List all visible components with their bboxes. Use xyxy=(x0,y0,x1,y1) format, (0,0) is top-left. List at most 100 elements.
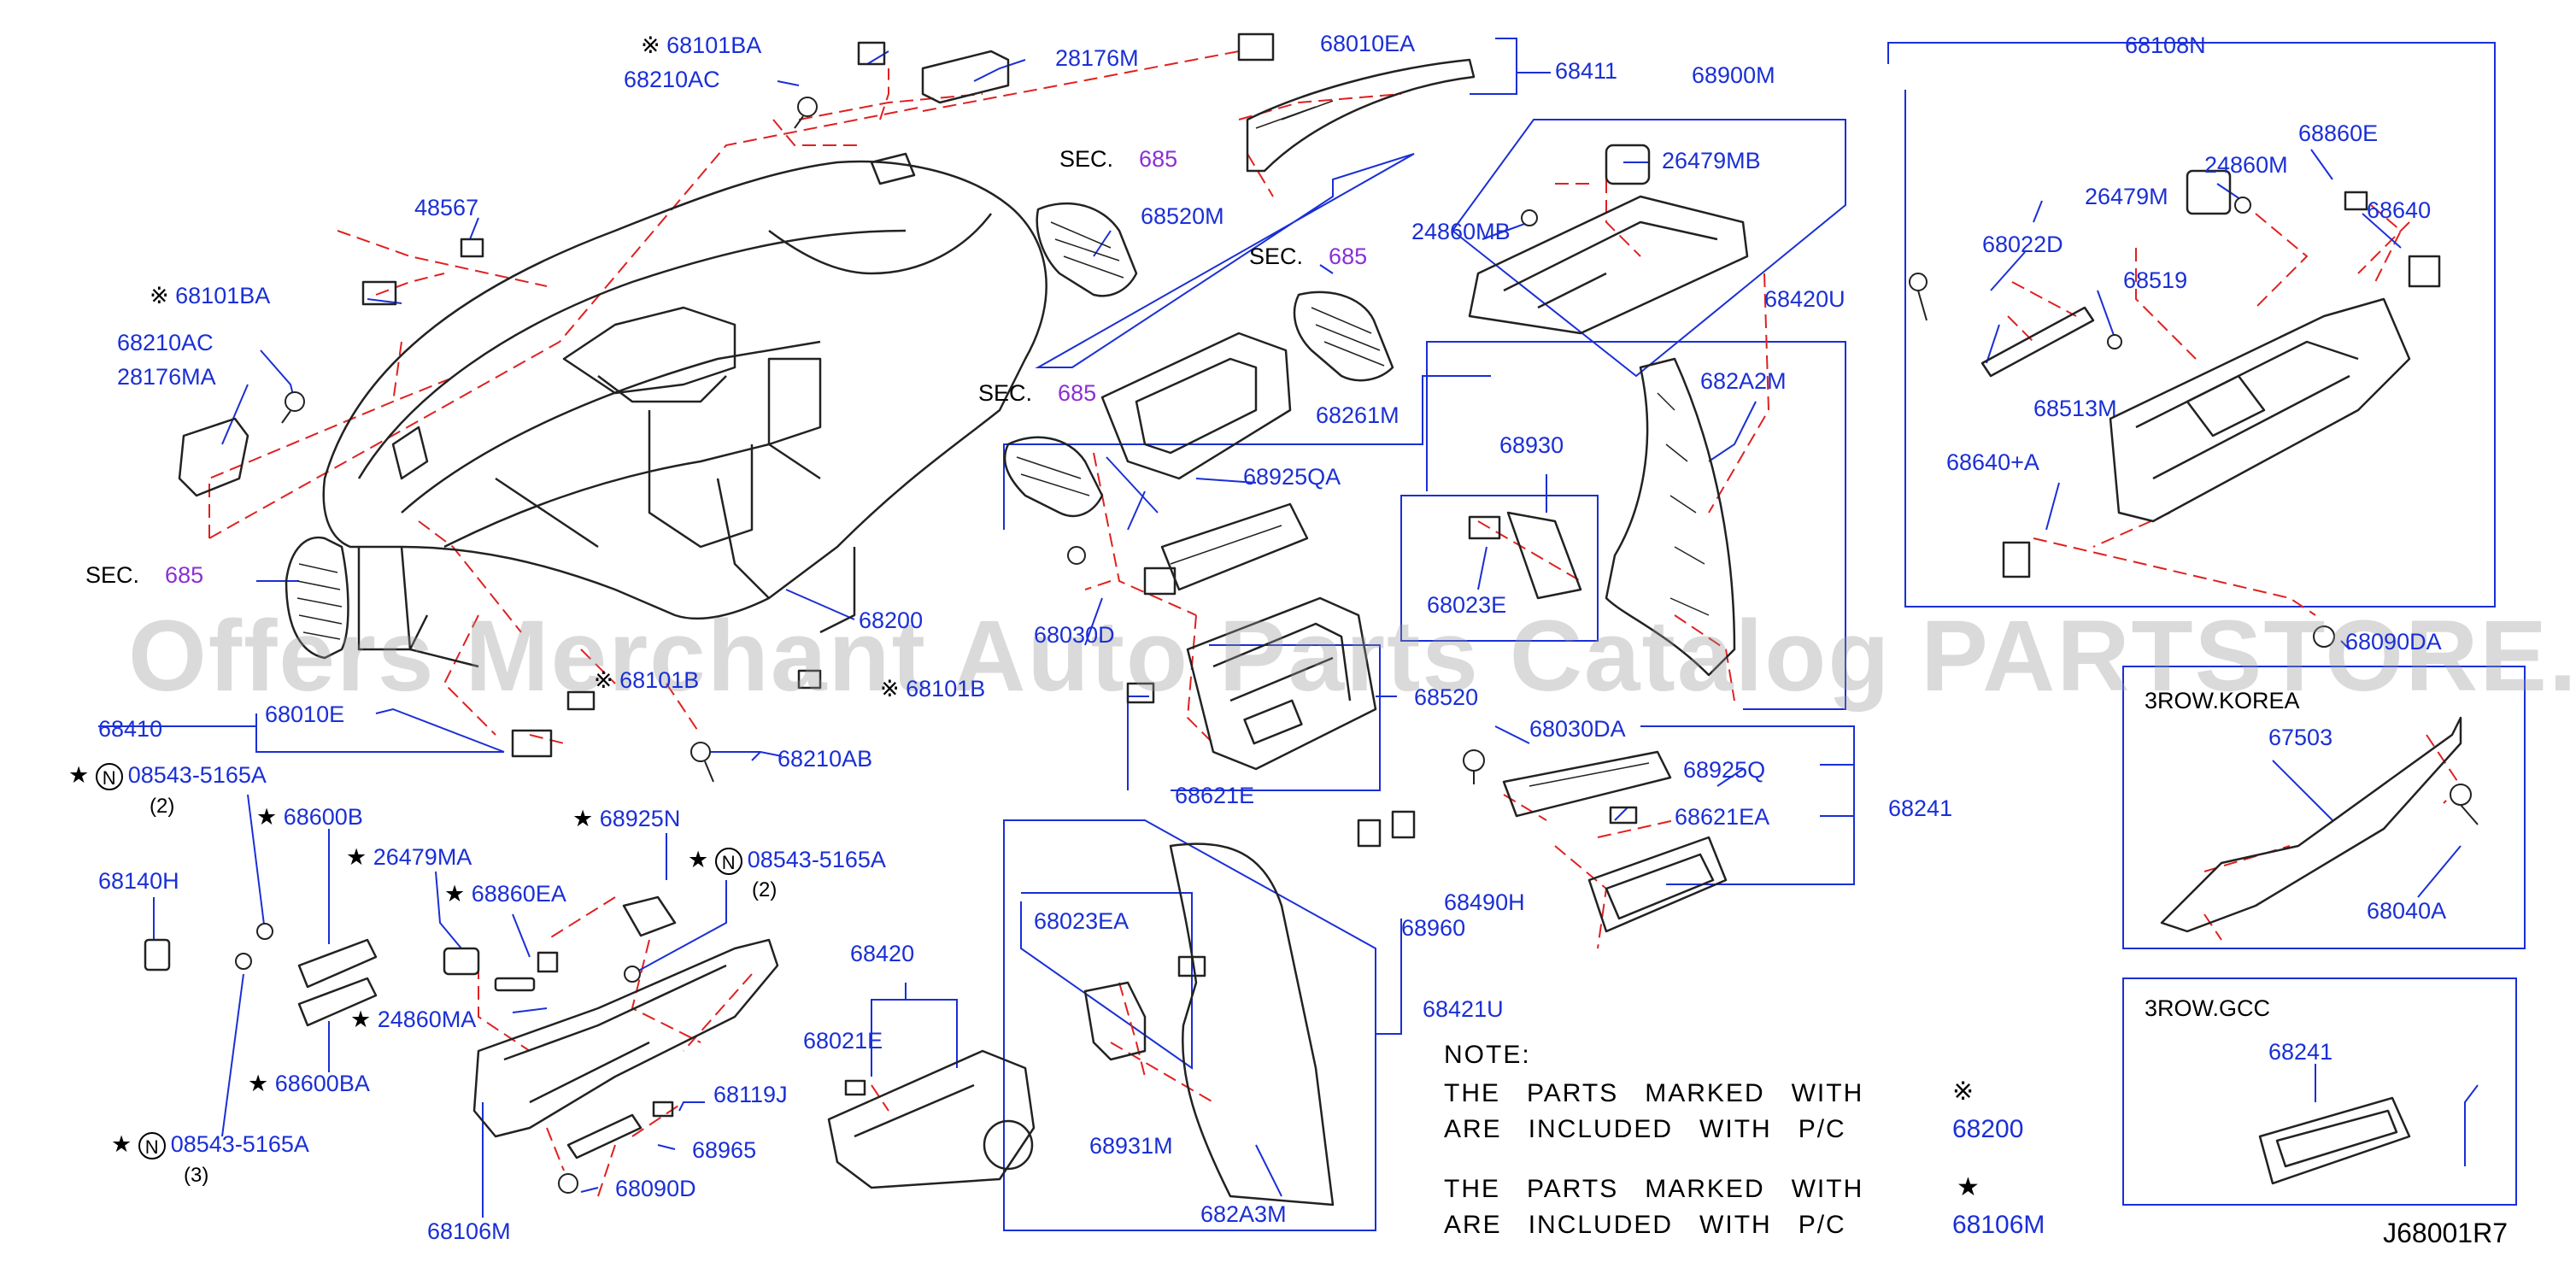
label-28176MA[interactable]: 28176MA xyxy=(117,364,216,390)
label-68960[interactable]: 68960 xyxy=(1401,915,1466,941)
box-68241 xyxy=(1640,725,1855,885)
item-68101BA-left xyxy=(361,280,397,306)
bracket-68930 xyxy=(1506,511,1582,600)
label-68925Q[interactable]: 68925Q xyxy=(1683,757,1766,783)
item-68140H xyxy=(144,938,171,972)
label-68621EA[interactable]: 68621EA xyxy=(1675,804,1770,830)
label-68931M[interactable]: 68931M xyxy=(1089,1133,1173,1159)
label-68900M[interactable]: 68900M xyxy=(1692,62,1775,88)
screw-68210AB xyxy=(690,742,711,762)
label-68420U[interactable]: 68420U xyxy=(1764,286,1845,312)
label-68261M[interactable]: 68261M xyxy=(1316,402,1399,428)
leader-lines xyxy=(98,38,2479,1218)
section-ref-685-right[interactable]: SEC. 685 xyxy=(1249,244,1368,269)
item-68023E xyxy=(1468,515,1501,540)
label-24860MB[interactable]: 24860MB xyxy=(1411,219,1511,244)
label-68101B-a[interactable]: ※ 68101B xyxy=(594,667,700,693)
label-68101B-b[interactable]: ※ 68101B xyxy=(880,676,986,702)
label-68965[interactable]: 68965 xyxy=(692,1137,757,1163)
section-ref-685-left[interactable]: SEC. 685 xyxy=(85,562,204,588)
label-68010EA[interactable]: 68010EA xyxy=(1320,31,1416,56)
label-68200[interactable]: 68200 xyxy=(859,608,924,633)
label-68210AB[interactable]: 68210AB xyxy=(777,746,873,772)
dashboard-68200 xyxy=(322,160,1047,620)
label-28176M[interactable]: 28176M xyxy=(1055,45,1139,71)
item-26479MB xyxy=(1605,144,1651,185)
label-68621E[interactable]: 68621E xyxy=(1175,783,1255,808)
label-26479MB[interactable]: 26479MB xyxy=(1662,148,1761,173)
label-68520M[interactable]: 68520M xyxy=(1141,203,1224,229)
section-ref-685-upper[interactable]: SEC. 685 xyxy=(1059,146,1178,172)
label-682A2M[interactable]: 682A2M xyxy=(1700,368,1787,394)
item-68023EA xyxy=(1177,955,1206,977)
item-68030D xyxy=(1143,566,1177,596)
label-68600BA[interactable]: ★ 68600BA xyxy=(248,1071,370,1096)
note-line-4: ARE INCLUDED WITH P/C xyxy=(1444,1211,1846,1239)
label-682A3M[interactable]: 682A3M xyxy=(1200,1201,1287,1227)
label-67503[interactable]: 67503 xyxy=(2268,725,2333,750)
qty-08543-3: (3) xyxy=(184,1164,209,1187)
label-68420[interactable]: 68420 xyxy=(850,941,915,966)
label-68241-gcc[interactable]: 68241 xyxy=(2268,1039,2333,1065)
label-68241[interactable]: 68241 xyxy=(1888,795,1953,821)
clip-68519 xyxy=(2107,334,2122,349)
clip-68022D xyxy=(1909,273,1928,291)
label-68108N[interactable]: 68108N xyxy=(2125,32,2206,58)
label-68140H[interactable]: 68140H xyxy=(98,868,179,894)
label-68022D[interactable]: 68022D xyxy=(1982,232,2063,257)
label-68106M[interactable]: 68106M xyxy=(427,1218,511,1244)
label-68860E[interactable]: 68860E xyxy=(2298,120,2379,146)
label-68860EA[interactable]: ★ 68860EA xyxy=(444,881,566,907)
label-68119J[interactable]: 68119J xyxy=(713,1082,788,1107)
label-26479MA[interactable]: ★ 26479MA xyxy=(346,844,472,870)
label-68030DA[interactable]: 68030DA xyxy=(1529,716,1626,742)
label-68640A[interactable]: 68640+A xyxy=(1946,449,2039,475)
label-68925QA[interactable]: 68925QA xyxy=(1243,464,1341,490)
label-68101BA-left[interactable]: ※ 68101BA xyxy=(150,283,271,308)
label-68421U[interactable]: 68421U xyxy=(1423,996,1504,1022)
label-68519[interactable]: 68519 xyxy=(2123,267,2188,293)
vent-right xyxy=(1293,291,1394,382)
label-68101BA-top[interactable]: ※ 68101BA xyxy=(641,32,762,58)
label-68030D[interactable]: 68030D xyxy=(1034,622,1115,648)
label-68023E[interactable]: 68023E xyxy=(1427,592,1507,618)
label-68410[interactable]: 68410 xyxy=(98,716,163,742)
label-68925N[interactable]: ★ 68925N xyxy=(572,806,681,831)
label-68010E[interactable]: 68010E xyxy=(265,702,345,727)
label-68520[interactable]: 68520 xyxy=(1414,684,1479,710)
note-mark-asterisk: ※ xyxy=(1952,1077,1976,1106)
label-68021E[interactable]: 68021E xyxy=(803,1028,883,1054)
label-48567[interactable]: 48567 xyxy=(414,195,479,220)
qty-08543-2: (2) xyxy=(752,878,777,901)
cap-28176M xyxy=(921,50,1010,104)
label-68023EA[interactable]: 68023EA xyxy=(1034,908,1130,934)
label-68600B[interactable]: ★ 68600B xyxy=(256,804,363,830)
label-68040A[interactable]: 68040A xyxy=(2367,898,2447,924)
cluster-bezel-68520M xyxy=(1100,332,1292,480)
label-68090D[interactable]: 68090D xyxy=(615,1176,696,1201)
label-26479M[interactable]: 26479M xyxy=(2085,184,2168,209)
label-68210AC-top[interactable]: 68210AC xyxy=(624,67,720,92)
note-line-2: ARE INCLUDED WITH P/C xyxy=(1444,1115,1846,1143)
note-part-68200[interactable]: 68200 xyxy=(1952,1115,2024,1143)
label-68411[interactable]: 68411 xyxy=(1555,58,1618,84)
label-68490H[interactable]: 68490H xyxy=(1444,889,1525,915)
label-68090DA[interactable]: 68090DA xyxy=(2345,629,2442,655)
section-ref-685-center[interactable]: SEC. 685 xyxy=(978,380,1097,406)
label-68513M[interactable]: 68513M xyxy=(2033,396,2117,421)
clip-24860M xyxy=(2234,197,2251,214)
label-68640[interactable]: 68640 xyxy=(2367,197,2432,223)
note-line-1: THE PARTS MARKED WITH xyxy=(1444,1079,1864,1107)
strip-68411 xyxy=(1246,58,1476,173)
label-68930[interactable]: 68930 xyxy=(1499,432,1564,458)
label-24860M[interactable]: 24860M xyxy=(2204,152,2288,178)
label-68210AC-left[interactable]: 68210AC xyxy=(117,330,214,355)
tray-68241-gcc xyxy=(2258,1096,2411,1185)
item-68860EA xyxy=(537,951,559,973)
note-part-68106M[interactable]: 68106M xyxy=(1952,1211,2045,1239)
screw-68030D xyxy=(1067,546,1086,565)
label-24860MA[interactable]: ★ 24860MA xyxy=(350,1007,477,1032)
